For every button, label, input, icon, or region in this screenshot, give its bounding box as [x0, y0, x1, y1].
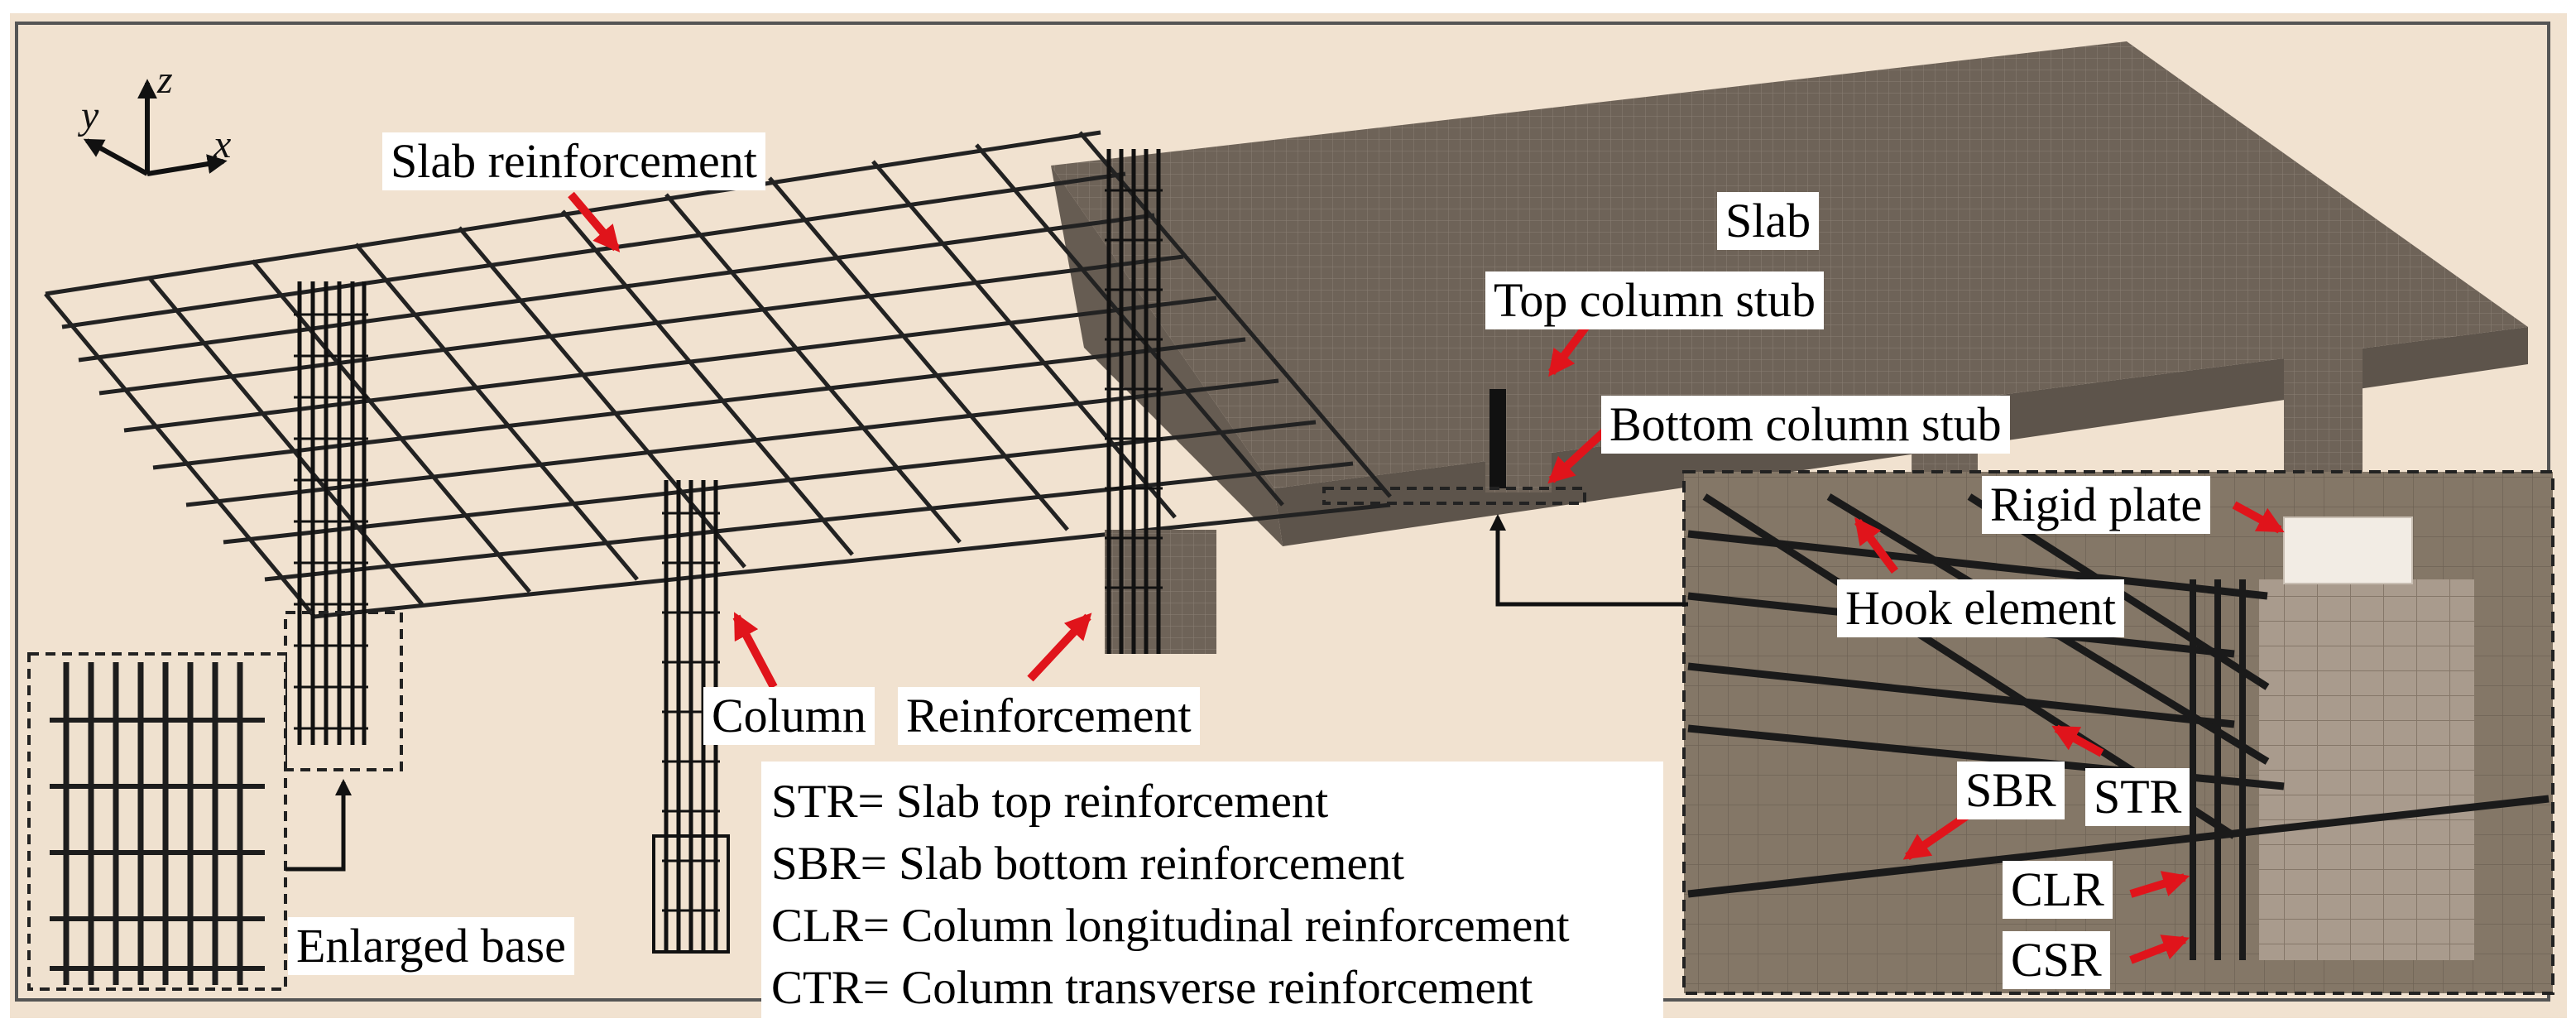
legend-item-ctr: CTR= Column transverse reinforcement: [771, 962, 1533, 1014]
label-reinforcement: Reinforcement: [898, 687, 1200, 745]
axis-y-label: y: [77, 94, 99, 137]
arrow-bottom-column-stub: [1547, 427, 1609, 484]
column-cage-left: [294, 281, 368, 745]
label-column: Column: [703, 687, 875, 745]
arrow-csr: [2129, 935, 2190, 964]
abbreviation-legend: STR= Slab top reinforcement SBR= Slab bo…: [761, 762, 1663, 1026]
label-bottom-column-stub: Bottom column stub: [1601, 396, 2010, 454]
column-stubs: [1322, 339, 1586, 505]
arrow-column: [732, 612, 778, 689]
label-sbr: SBR: [1957, 762, 2065, 819]
axis-triad: z y x: [77, 58, 231, 176]
enlarged-base-inset: [27, 611, 403, 991]
label-clr: CLR: [2003, 861, 2113, 919]
column-cage-right: [1105, 149, 1216, 654]
axis-z-label: z: [156, 58, 173, 102]
arrow-str: [2051, 724, 2104, 757]
label-slab: Slab: [1717, 192, 1820, 250]
legend-item-str: STR= Slab top reinforcement: [771, 776, 1329, 828]
arrow-rigid-plate: [2232, 501, 2285, 534]
enlarged-base-pointer: [285, 779, 352, 872]
label-rigid-plate: Rigid plate: [1982, 476, 2211, 534]
label-csr: CSR: [2003, 931, 2110, 989]
label-hook-element: Hook element: [1837, 579, 2124, 637]
arrow-top-column-stub: [1548, 320, 1592, 377]
legend-item-sbr: SBR= Slab bottom reinforcement: [771, 838, 1405, 890]
detail-pointer: [1489, 514, 1688, 607]
label-enlarged-base: Enlarged base: [288, 917, 574, 975]
arrow-hook-element: [1854, 516, 1898, 574]
axis-x-label: x: [213, 123, 231, 166]
rigid-plate: [2283, 516, 2413, 584]
slab-reinforcement-grid: [44, 130, 1392, 619]
legend-item-clr: CLR= Column longitudinal reinforcement: [771, 900, 1570, 952]
arrow-slab-reinforcement: [568, 191, 621, 252]
arrow-reinforcement: [1027, 613, 1092, 682]
stub-zoom-box: [1322, 487, 1586, 505]
label-slab-reinforcement: Slab reinforcement: [382, 132, 765, 190]
label-top-column-stub: Top column stub: [1485, 271, 1825, 329]
top-column-stub: [1489, 339, 1547, 389]
arrow-clr: [2129, 871, 2190, 898]
detail-column-stub: [2259, 579, 2474, 960]
label-str: STR: [2085, 768, 2190, 826]
right-support-column: [2284, 348, 2363, 480]
